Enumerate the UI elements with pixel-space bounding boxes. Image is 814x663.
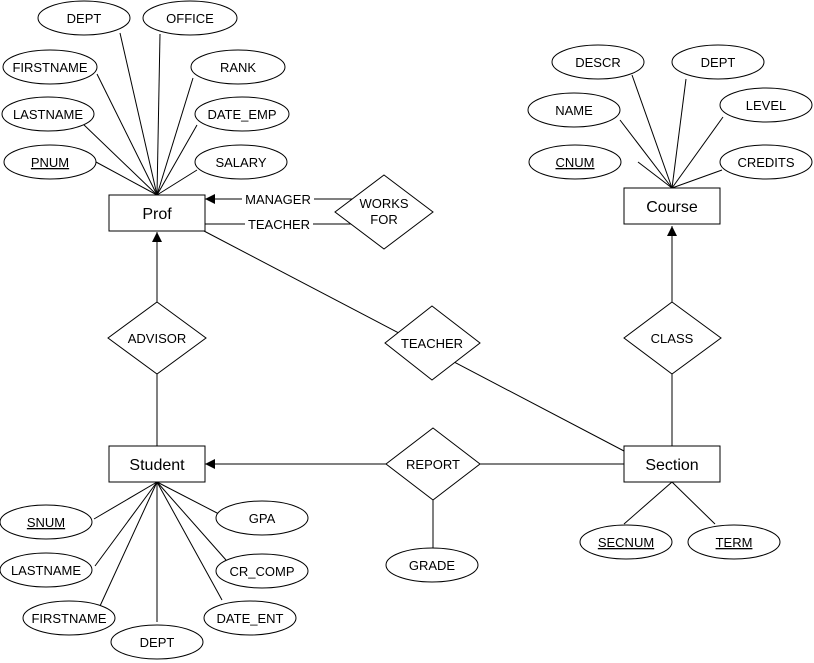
- attr-course-credits: CREDITS: [719, 144, 813, 180]
- attr-student-gpa: GPA: [215, 500, 309, 536]
- connector-lines: [81, 32, 724, 622]
- attr-report-grade: GRADE: [385, 547, 479, 583]
- entity-student: Student: [108, 445, 206, 483]
- attr-prof-office: OFFICE: [142, 0, 238, 36]
- role-label-manager: MANAGER: [242, 191, 314, 207]
- svg-text:OFFICE: OFFICE: [166, 11, 214, 26]
- svg-text:NAME: NAME: [555, 103, 593, 118]
- svg-text:TEACHER: TEACHER: [401, 336, 463, 351]
- svg-text:DEPT: DEPT: [67, 11, 102, 26]
- attr-course-descr: DESCR: [551, 44, 645, 80]
- svg-text:DATE_ENT: DATE_ENT: [217, 611, 284, 626]
- svg-text:DESCR: DESCR: [575, 55, 621, 70]
- svg-text:FOR: FOR: [370, 212, 397, 227]
- svg-text:Student: Student: [129, 457, 185, 474]
- attr-student-cr-comp: CR_COMP: [215, 553, 309, 589]
- entity-section: Section: [623, 445, 721, 483]
- attr-student-firstname: FIRSTNAME: [22, 600, 116, 636]
- attr-student-date-ent: DATE_ENT: [203, 600, 297, 636]
- relationship-teacher: TEACHER: [384, 305, 481, 381]
- svg-text:CLASS: CLASS: [651, 331, 694, 346]
- svg-text:CNUM: CNUM: [556, 155, 595, 170]
- role-label-teacher: TEACHER: [245, 216, 313, 232]
- svg-text:Prof: Prof: [142, 206, 172, 223]
- svg-text:REPORT: REPORT: [406, 457, 460, 472]
- attr-section-secnum: SECNUM: [579, 524, 673, 560]
- svg-text:RANK: RANK: [220, 60, 256, 75]
- svg-text:SALARY: SALARY: [215, 155, 266, 170]
- svg-text:DEPT: DEPT: [701, 55, 736, 70]
- svg-text:FIRSTNAME: FIRSTNAME: [31, 611, 106, 626]
- attr-prof-dept: DEPT: [37, 0, 131, 36]
- attr-student-dept: DEPT: [110, 624, 204, 660]
- svg-text:Section: Section: [645, 457, 698, 474]
- svg-text:GRADE: GRADE: [409, 558, 456, 573]
- relationship-class: CLASS: [623, 301, 722, 375]
- svg-text:LASTNAME: LASTNAME: [13, 107, 83, 122]
- svg-text:FIRSTNAME: FIRSTNAME: [12, 60, 87, 75]
- attr-course-dept: DEPT: [671, 44, 765, 80]
- svg-text:TEACHER: TEACHER: [248, 217, 310, 232]
- svg-text:LASTNAME: LASTNAME: [11, 563, 81, 578]
- attr-prof-lastname: LASTNAME: [1, 96, 95, 132]
- svg-text:MANAGER: MANAGER: [245, 192, 311, 207]
- attr-section-term: TERM: [687, 524, 781, 560]
- svg-text:ADVISOR: ADVISOR: [128, 331, 187, 346]
- attr-course-name: NAME: [527, 92, 621, 128]
- svg-text:GPA: GPA: [249, 511, 276, 526]
- svg-text:DEPT: DEPT: [140, 635, 175, 650]
- attr-prof-rank: RANK: [190, 49, 286, 85]
- relationship-report: REPORT: [385, 427, 481, 501]
- attr-student-snum: SNUM: [0, 504, 93, 540]
- svg-text:SNUM: SNUM: [27, 515, 65, 530]
- svg-text:Course: Course: [646, 199, 698, 216]
- svg-text:TERM: TERM: [716, 535, 753, 550]
- svg-text:LEVEL: LEVEL: [746, 98, 786, 113]
- svg-text:PNUM: PNUM: [31, 155, 69, 170]
- svg-text:WORKS: WORKS: [359, 196, 408, 211]
- relationship-advisor: ADVISOR: [107, 301, 207, 375]
- attr-prof-pnum: PNUM: [3, 144, 97, 180]
- attr-student-lastname: LASTNAME: [0, 552, 93, 588]
- attr-prof-firstname: FIRSTNAME: [2, 49, 98, 85]
- relationship-works-for: WORKS FOR: [334, 174, 434, 250]
- svg-text:DATE_EMP: DATE_EMP: [207, 107, 276, 122]
- entity-prof: Prof: [108, 194, 206, 232]
- attr-course-cnum: CNUM: [528, 144, 622, 180]
- svg-text:CR_COMP: CR_COMP: [229, 564, 294, 579]
- attr-course-level: LEVEL: [719, 87, 813, 123]
- svg-text:CREDITS: CREDITS: [737, 155, 794, 170]
- attr-prof-salary: SALARY: [194, 144, 288, 180]
- svg-text:SECNUM: SECNUM: [598, 535, 654, 550]
- entity-course: Course: [623, 187, 721, 225]
- attr-prof-date-emp: DATE_EMP: [194, 96, 290, 132]
